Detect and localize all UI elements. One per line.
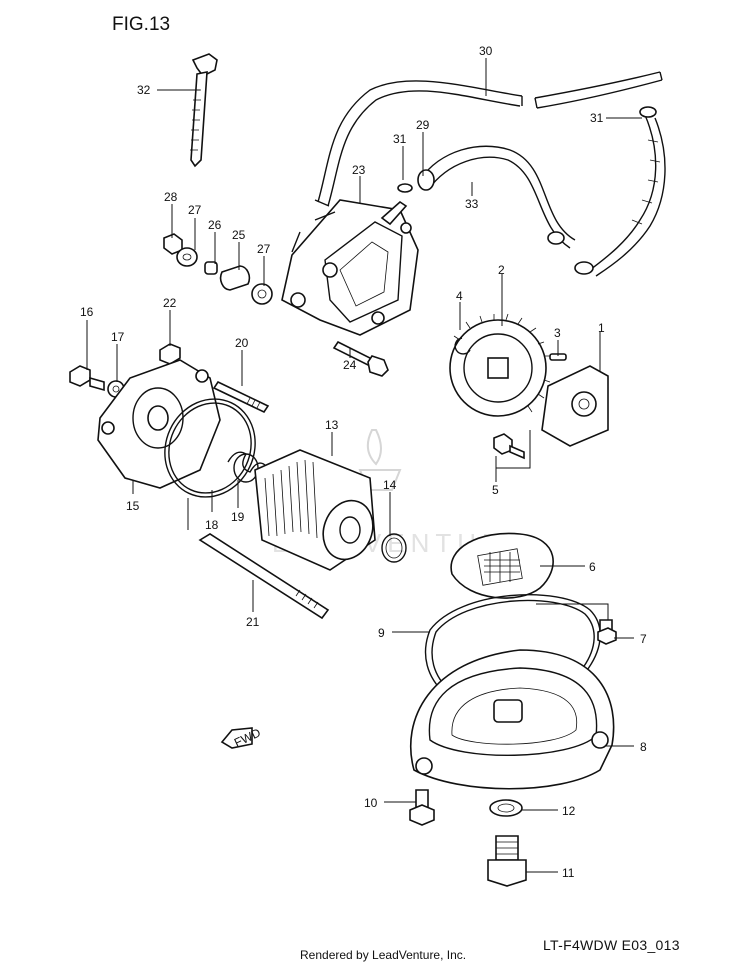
callout-19: 19 — [231, 510, 245, 524]
diagram-code: LT-F4WDW E03_013 — [543, 937, 680, 953]
long-bolt-21-part — [198, 533, 330, 620]
callout-27a: 27 — [188, 203, 202, 217]
callout-10: 10 — [364, 796, 378, 810]
circlip-part — [454, 337, 471, 355]
callout-17: 17 — [111, 330, 125, 344]
bolt-7-part — [597, 619, 617, 645]
callout-15: 15 — [126, 499, 140, 513]
callout-24: 24 — [343, 358, 357, 372]
drain-plug-part — [487, 835, 527, 887]
cable-tie-part — [190, 53, 218, 168]
callout-29: 29 — [416, 118, 430, 132]
oil-filter-part — [254, 449, 376, 571]
callout-18: 18 — [205, 518, 219, 532]
bolt-5-part — [493, 433, 525, 460]
callout-20: 20 — [235, 336, 249, 350]
callout-22: 22 — [163, 296, 177, 310]
callout-12: 12 — [562, 804, 576, 818]
fwd-arrow-icon: FWD — [220, 725, 263, 750]
stud-20-part — [212, 380, 270, 414]
callout-11: 11 — [562, 866, 575, 880]
pump-cover-part — [541, 365, 609, 447]
callout-labels: 1 2 3 4 5 6 7 8 9 10 11 12 13 14 15 16 1… — [80, 44, 647, 880]
oil-strainer-part — [450, 532, 554, 599]
callout-7: 7 — [640, 632, 647, 646]
callout-26: 26 — [208, 218, 222, 232]
callout-3: 3 — [554, 326, 561, 340]
callout-31a: 31 — [393, 132, 407, 146]
callout-25: 25 — [232, 228, 246, 242]
oil-pump-body-part — [281, 199, 419, 336]
callout-16: 16 — [80, 305, 94, 319]
callout-14: 14 — [383, 478, 397, 492]
callout-32: 32 — [137, 83, 151, 97]
leader-lines — [86, 58, 642, 873]
callout-2: 2 — [498, 263, 505, 277]
callout-28: 28 — [164, 190, 178, 204]
callout-13: 13 — [325, 418, 339, 432]
bolt-10-part — [409, 789, 435, 826]
shaft-parts-group — [163, 233, 273, 305]
oil-sump-part — [409, 649, 615, 790]
callout-23: 23 — [352, 163, 366, 177]
washer-12-part — [489, 799, 523, 817]
callout-8: 8 — [640, 740, 647, 754]
callout-31b: 31 — [590, 111, 604, 125]
callout-30: 30 — [479, 44, 493, 58]
o-ring-18-part — [164, 398, 256, 498]
callout-9: 9 — [378, 626, 385, 640]
callout-6: 6 — [589, 560, 596, 574]
pump-gear-part — [449, 313, 551, 417]
callout-5: 5 — [492, 483, 499, 497]
bolt-24-part — [332, 340, 389, 377]
filter-cap-part — [97, 359, 221, 489]
footer-credit: Rendered by LeadVenture, Inc. — [300, 948, 467, 962]
callout-1: 1 — [598, 321, 605, 335]
o-ring-14-part — [381, 533, 407, 563]
callout-27b: 27 — [257, 242, 271, 256]
breather-hose-part — [314, 71, 663, 207]
oil-hose-part — [397, 106, 666, 277]
callout-4: 4 — [456, 289, 463, 303]
callout-21: 21 — [246, 615, 260, 629]
figure-title: FIG.13 — [112, 14, 171, 35]
callout-33: 33 — [465, 197, 479, 211]
